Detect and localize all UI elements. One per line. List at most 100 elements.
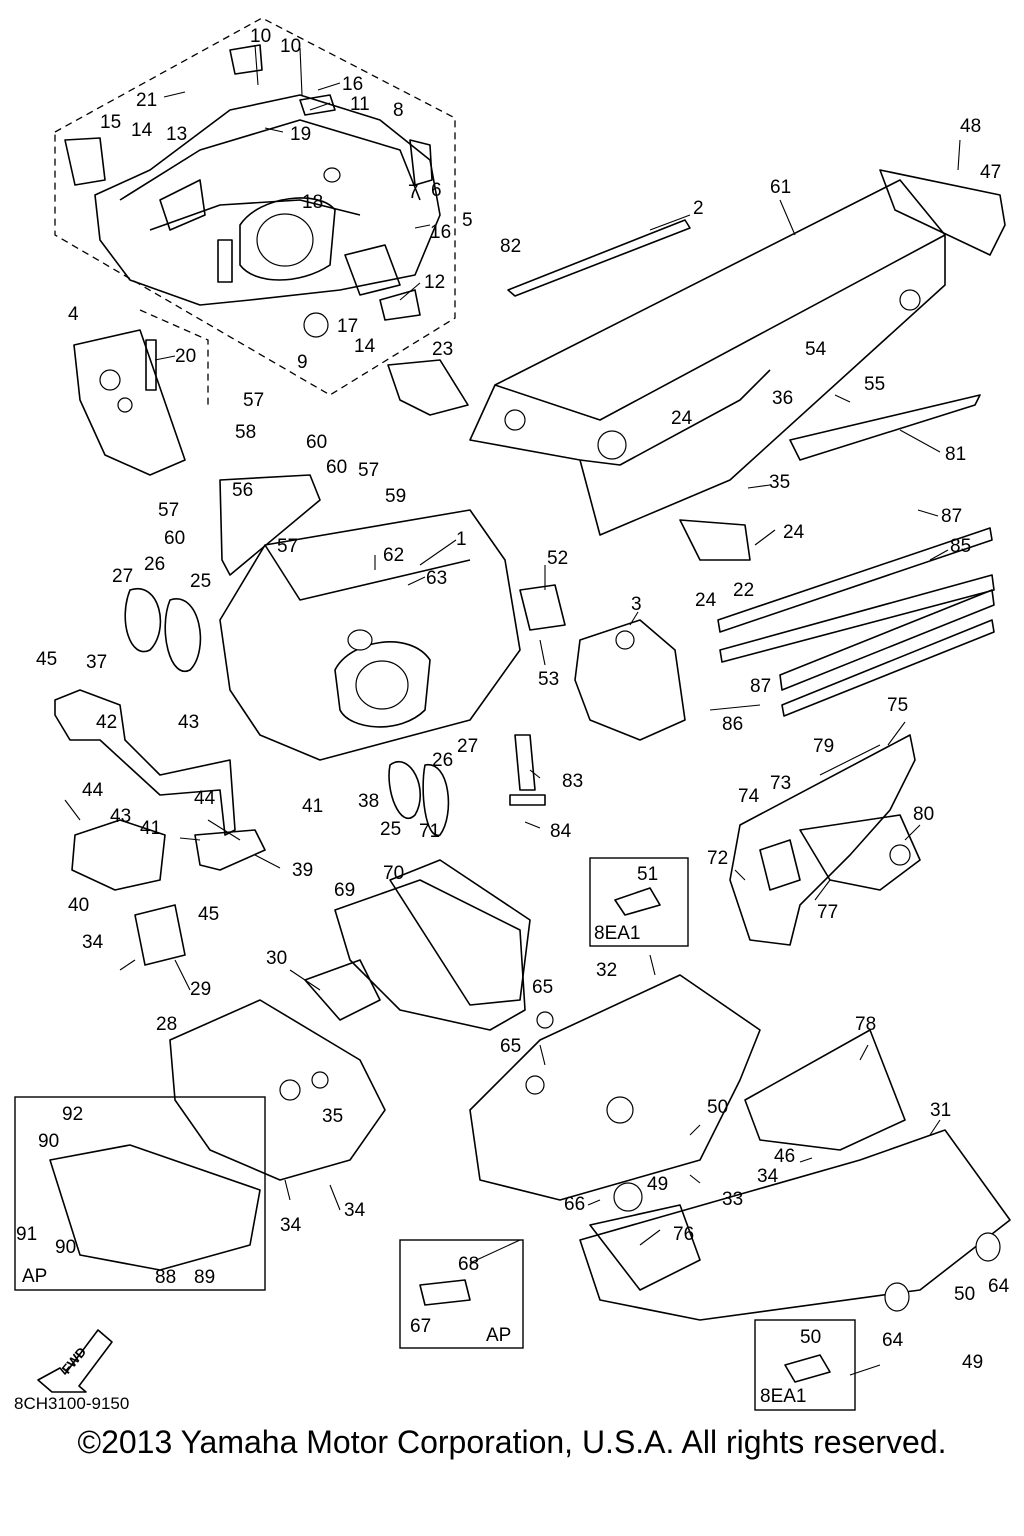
callout-41: 41	[140, 818, 161, 839]
callout-62: 62	[383, 545, 404, 566]
callout-14: 14	[354, 336, 376, 357]
callout-27: 27	[112, 566, 133, 587]
callout-53: 53	[538, 669, 559, 690]
callout-44: 44	[82, 780, 104, 801]
callout-38: 38	[358, 791, 379, 812]
callout-42: 42	[96, 712, 117, 733]
callout-57: 57	[358, 460, 379, 481]
callout-81: 81	[945, 444, 966, 465]
callout-47: 47	[980, 162, 1001, 183]
main-frame-assembly	[54, 474, 686, 966]
callout-85: 85	[950, 536, 971, 557]
callout-77: 77	[817, 902, 838, 923]
callout-8: 8	[393, 100, 404, 121]
callout-91: 91	[16, 1224, 37, 1245]
callout-78: 78	[855, 1014, 876, 1035]
callout-6: 6	[431, 180, 442, 201]
callout-87: 87	[941, 506, 962, 527]
callout-35: 35	[769, 472, 790, 493]
callout-50: 50	[707, 1097, 728, 1118]
callout-5: 5	[462, 210, 473, 231]
callout-26: 26	[144, 554, 165, 575]
callout-24: 24	[671, 408, 693, 429]
leader-lines	[64, 44, 961, 1376]
callout-25: 25	[380, 819, 401, 840]
callout-87: 87	[750, 676, 771, 697]
callout-3: 3	[631, 594, 642, 615]
ap-inset-box-bottom	[399, 1239, 524, 1349]
callout-45: 45	[36, 649, 57, 670]
callout-57: 57	[243, 390, 264, 411]
callout-73: 73	[770, 773, 791, 794]
callout-56: 56	[232, 480, 253, 501]
callout-74: 74	[738, 786, 760, 807]
ap-label-left: AP	[22, 1266, 48, 1287]
callout-49: 49	[962, 1352, 983, 1373]
callout-75: 75	[887, 695, 908, 716]
callout-28: 28	[156, 1014, 177, 1035]
callout-46: 46	[774, 1146, 795, 1167]
callout-80: 80	[913, 804, 934, 825]
lower-cover-assembly	[49, 859, 1011, 1321]
callout-86: 86	[722, 714, 743, 735]
callout-65: 65	[532, 977, 553, 998]
copyright-notice: ©2013 Yamaha Motor Corporation, U.S.A. A…	[77, 1424, 947, 1460]
callout-10: 10	[280, 36, 301, 57]
callout-50: 50	[800, 1327, 821, 1348]
callout-88: 88	[155, 1267, 176, 1288]
callout-61: 61	[770, 177, 791, 198]
callout-67: 67	[410, 1316, 431, 1337]
8ea1-inset-box-top	[589, 857, 689, 947]
callout-16: 16	[342, 74, 363, 95]
callout-15: 15	[100, 112, 121, 133]
callout-72: 72	[707, 848, 728, 869]
callout-19: 19	[290, 124, 311, 145]
callout-64: 64	[988, 1276, 1010, 1297]
callout-83: 83	[562, 771, 583, 792]
callout-34: 34	[280, 1215, 302, 1236]
callout-60: 60	[306, 432, 327, 453]
callout-10: 10	[250, 26, 271, 47]
callout-57: 57	[158, 500, 179, 521]
callout-17: 17	[337, 316, 358, 337]
callout-26: 26	[432, 750, 453, 771]
callout-21: 21	[136, 90, 157, 111]
callout-35: 35	[322, 1106, 343, 1127]
callout-58: 58	[235, 422, 256, 443]
callout-49: 49	[647, 1174, 668, 1195]
callout-84: 84	[550, 821, 572, 842]
callout-66: 66	[564, 1194, 585, 1215]
callout-45: 45	[198, 904, 219, 925]
callout-16: 16	[430, 222, 451, 243]
callout-9: 9	[297, 352, 308, 373]
callout-32: 32	[596, 960, 617, 981]
callout-34: 34	[757, 1166, 779, 1187]
callout-27: 27	[457, 736, 478, 757]
callout-24: 24	[695, 590, 717, 611]
callout-69: 69	[334, 880, 355, 901]
callout-71: 71	[419, 821, 440, 842]
callout-59: 59	[385, 486, 406, 507]
callout-24: 24	[783, 522, 805, 543]
callout-33: 33	[722, 1189, 743, 1210]
callout-64: 64	[882, 1330, 904, 1351]
callout-22: 22	[733, 580, 754, 601]
callout-70: 70	[383, 863, 404, 884]
callout-54: 54	[805, 339, 827, 360]
callout-43: 43	[110, 806, 131, 827]
callout-23: 23	[432, 339, 453, 360]
front-frame-assembly	[54, 17, 469, 476]
callout-4: 4	[68, 304, 79, 325]
callout-25: 25	[190, 571, 211, 592]
callout-31: 31	[930, 1100, 951, 1121]
callout-60: 60	[326, 457, 347, 478]
callout-40: 40	[68, 895, 89, 916]
callout-44: 44	[194, 788, 216, 809]
callout-89: 89	[194, 1267, 215, 1288]
callout-18: 18	[302, 192, 323, 213]
callout-51: 51	[637, 864, 658, 885]
callout-50: 50	[954, 1284, 975, 1305]
callout-52: 52	[547, 548, 568, 569]
